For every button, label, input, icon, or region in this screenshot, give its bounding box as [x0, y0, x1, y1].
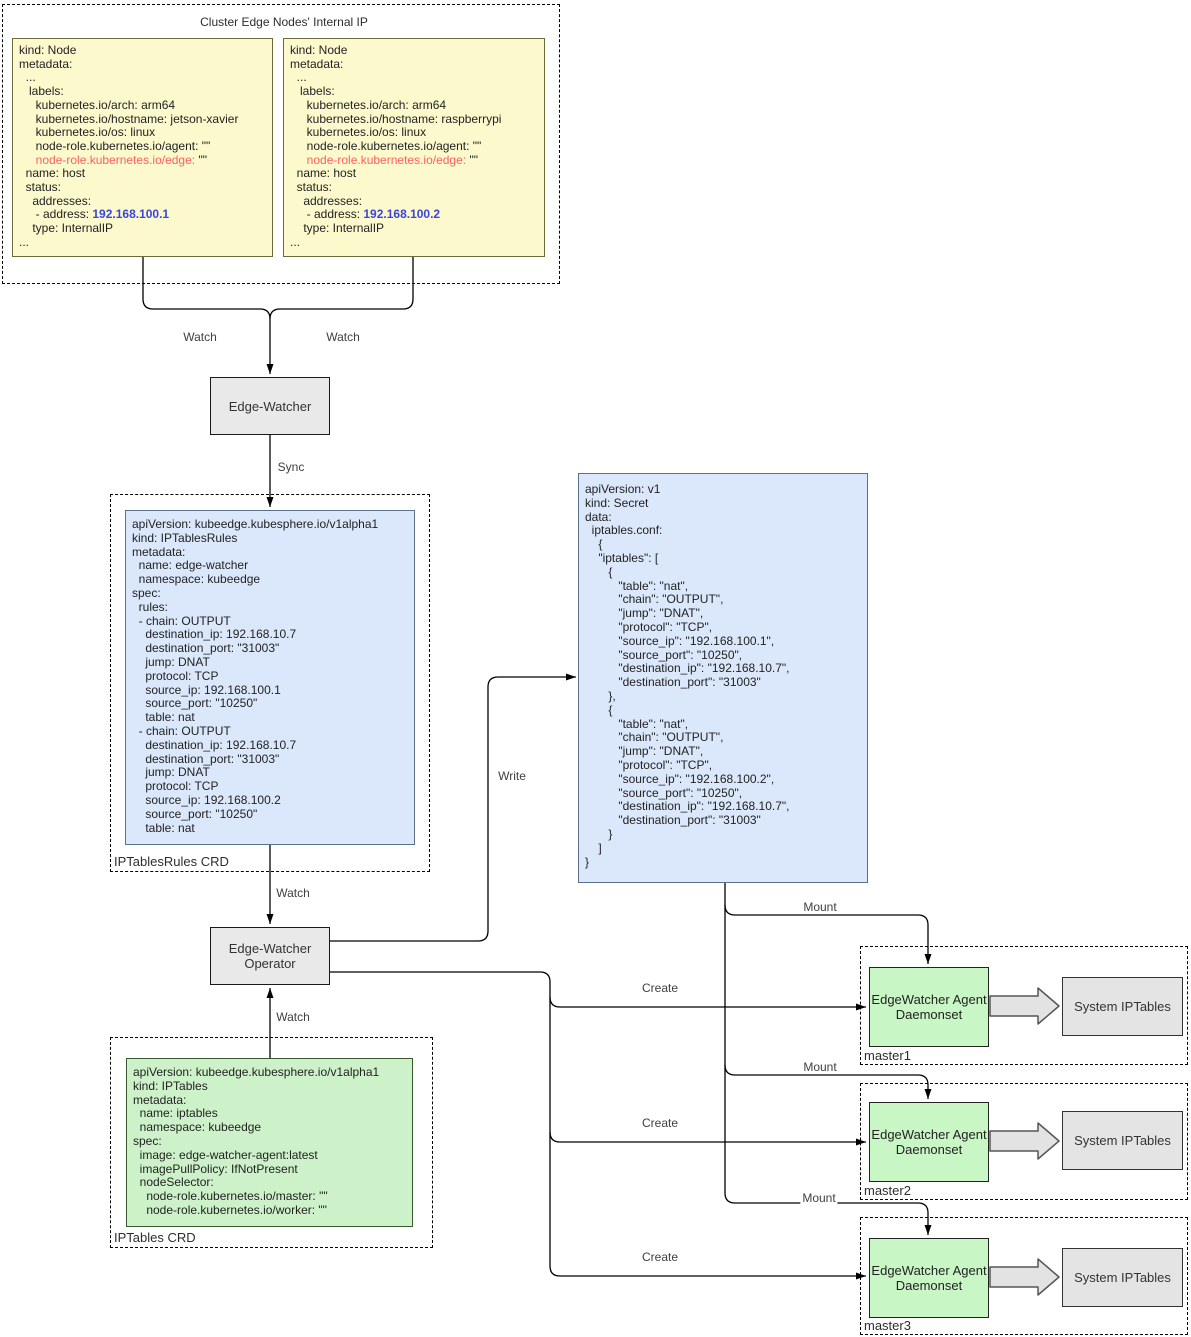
cluster-title: Cluster Edge Nodes' Internal IP: [200, 15, 368, 29]
iptablesrules-yaml: apiVersion: kubeedge.kubesphere.io/v1alp…: [125, 510, 415, 845]
master3-label: master3: [864, 1318, 911, 1333]
master3-container: EdgeWatcher Agent Daemonset System IPTab…: [860, 1217, 1188, 1335]
create-label-3: Create: [639, 1250, 681, 1264]
create-arrow-1: [549, 996, 866, 1011]
master2-system-iptables-box: System IPTables: [1062, 1111, 1183, 1170]
watch-label-mid: Watch: [274, 886, 312, 900]
watch-label-left: Watch: [181, 330, 219, 344]
iptables-yaml: apiVersion: kubeedge.kubesphere.io/v1alp…: [126, 1058, 413, 1227]
create-arrow-2: [549, 1131, 866, 1146]
master3-agent-daemonset-box: EdgeWatcher Agent Daemonset: [869, 1238, 989, 1318]
master1-label: master1: [864, 1048, 911, 1063]
create-label-2: Create: [639, 1116, 681, 1130]
master2-agent-daemonset-box: EdgeWatcher Agent Daemonset: [869, 1102, 989, 1182]
watch-label-low: Watch: [274, 1010, 312, 1024]
edge-watcher-box: Edge-Watcher: [210, 377, 330, 435]
mount-label-2: Mount: [801, 1060, 839, 1074]
create-label-1: Create: [639, 981, 681, 995]
mount-label-1: Mount: [801, 900, 839, 914]
iptablesrules-crd-label: IPTablesRules CRD: [114, 854, 229, 869]
sync-label: Sync: [275, 460, 307, 474]
edge-watcher-operator-box: Edge-Watcher Operator: [210, 927, 330, 985]
master1-system-iptables-box: System IPTables: [1062, 977, 1183, 1036]
master1-agent-daemonset-box: EdgeWatcher Agent Daemonset: [869, 967, 989, 1047]
write-label: Write: [496, 769, 528, 783]
master2-label: master2: [864, 1183, 911, 1198]
iptables-crd-label: IPTables CRD: [114, 1230, 196, 1245]
mount-label-3: Mount: [800, 1191, 838, 1205]
master1-container: EdgeWatcher Agent Daemonset System IPTab…: [860, 946, 1188, 1065]
create-arrow-3: [549, 1265, 866, 1280]
master3-system-iptables-box: System IPTables: [1062, 1248, 1183, 1307]
watch-label-right: Watch: [324, 330, 362, 344]
master2-container: EdgeWatcher Agent Daemonset System IPTab…: [860, 1083, 1188, 1200]
